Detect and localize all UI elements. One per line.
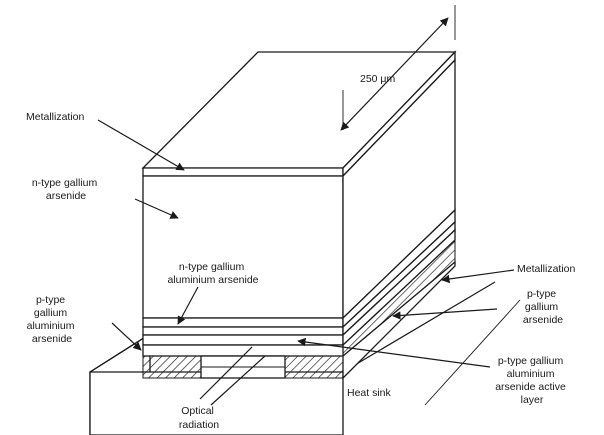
label-active-layer: p-type gallium aluminium arsenide active…: [495, 355, 569, 406]
label-metallization-top: Metallization: [26, 111, 85, 123]
leader-lines: [97, 119, 515, 406]
label-p-gaalas: p-type gallium aluminium arsenide: [27, 294, 78, 345]
dimension-label: 250 μm: [360, 73, 395, 85]
label-optical-radiation: Optical radiation: [179, 405, 219, 431]
label-heat-sink: Heat sink: [347, 387, 392, 399]
label-p-gaas: p-type gallium arsenide: [523, 288, 563, 326]
label-n-gaas: n-type gallium arsenide: [32, 177, 100, 202]
chip-front-face: [142, 175, 344, 379]
dimension-250um: 250 μm: [340, 5, 456, 131]
label-metallization-side: Metallization: [517, 263, 576, 275]
chip-right-face: [342, 58, 456, 380]
label-n-gaalas: n-type gallium aluminium arsenide: [167, 261, 258, 286]
heat-sink-block: [89, 281, 521, 435]
